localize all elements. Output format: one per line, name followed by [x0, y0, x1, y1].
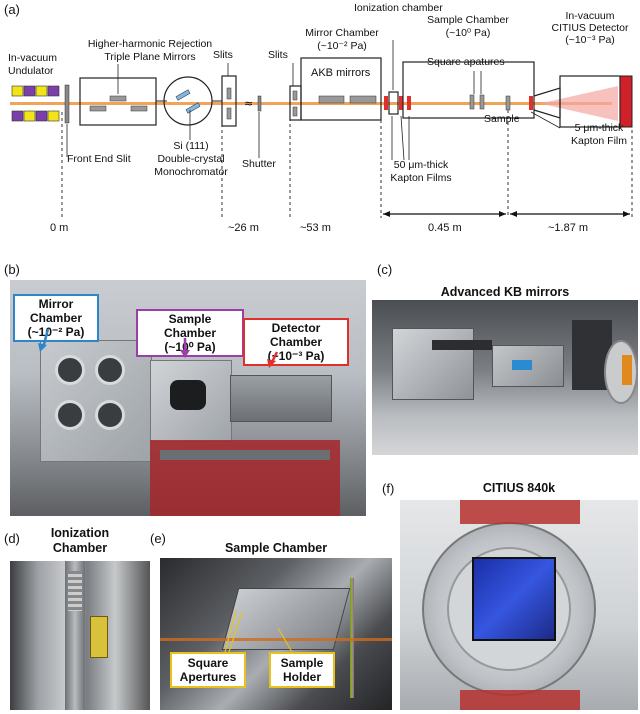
shutter: [257, 95, 262, 112]
sample-label: Sample: [484, 113, 520, 125]
monochromator-chamber: [163, 76, 213, 126]
beamline-schematic: ≈: [10, 40, 633, 218]
square-apertures-label: Square apatures: [427, 56, 505, 68]
panel-c-photo: [372, 300, 638, 455]
diffraction-cone: [540, 86, 618, 121]
detector-chamber-callout: Detector Chamber(~10⁻³ Pa): [243, 318, 349, 366]
panel-c-label: (c): [377, 262, 393, 277]
distance-045m: 0.45 m: [428, 222, 462, 234]
detector-chamber-photo: [230, 375, 332, 422]
distance-26m: ~26 m: [228, 222, 259, 234]
undulator: [11, 85, 60, 122]
panel-f-photo: [400, 500, 638, 710]
panel-f-label: (f): [382, 481, 395, 496]
panel-b-label: (b): [4, 262, 20, 277]
slits-1-label: Slits: [213, 49, 233, 61]
front-end-slit: [64, 84, 70, 124]
distance-187m: ~1.87 m: [548, 222, 589, 234]
panel-d-label: (d): [4, 531, 20, 546]
front-end-slit-label: Front End Slit: [67, 153, 131, 165]
mirror-chamber-callout: Mirror Chamber(~10⁻² Pa): [13, 294, 99, 342]
panel-d-photo: [10, 561, 150, 710]
panel-c-title: Advanced KB mirrors: [440, 285, 570, 299]
slits-2-label: Slits: [268, 49, 288, 61]
akb-mirrors-label: AKB mirrors: [311, 67, 371, 79]
mirror-chamber-box: [300, 57, 382, 121]
ionization-chamber-box: [388, 91, 399, 115]
sample-chamber-box: [402, 61, 535, 119]
svg-text:≈: ≈: [244, 97, 253, 110]
distance-0m: 0 m: [50, 222, 69, 234]
citius-detector: [619, 75, 633, 128]
panel-e-title: Sample Chamber: [224, 541, 328, 555]
panel-a-label: (a): [4, 2, 20, 17]
shutter-label: Shutter: [242, 158, 276, 170]
slits-1-box: [221, 75, 237, 127]
mirror-chamber-label: Mirror Chamber(~10⁻² Pa): [305, 27, 379, 52]
distance-53m: ~53 m: [300, 222, 331, 234]
panel-f-title: CITIUS 840k: [482, 481, 556, 495]
citius-sensor: [472, 557, 556, 641]
mirror-chamber-photo: [40, 340, 152, 462]
panel-e-label: (e): [150, 531, 166, 546]
sample-chamber-callout: Sample Chamber(~10⁰ Pa): [136, 309, 244, 357]
sample-chamber-label: Sample Chamber(~10⁰ Pa): [427, 14, 509, 39]
ionization-chamber-label: Ionization chamber: [354, 2, 443, 14]
